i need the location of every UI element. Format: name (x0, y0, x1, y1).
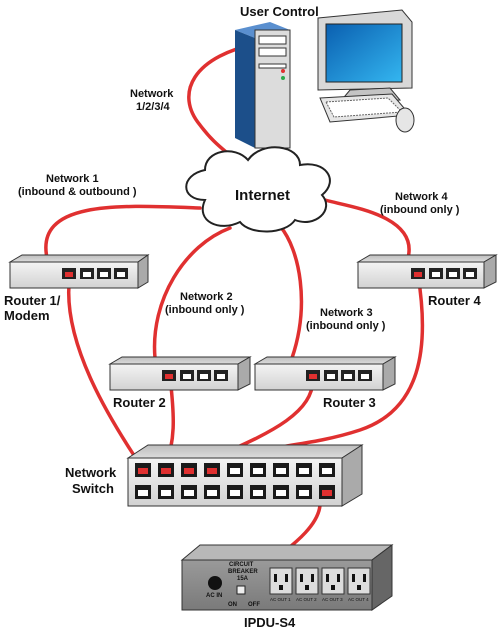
on-label: ON (228, 602, 237, 608)
switch-port-jack (230, 490, 240, 496)
outlet-2-label: AC OUT 2 (296, 597, 317, 602)
net1-label-1: Network 1 (46, 173, 99, 185)
ipdu-device: AC IN CIRCUIT BREAKER 15A ON OFF AC OUT … (180, 544, 394, 630)
switch-label-1: Network (65, 465, 117, 480)
outlet-3: AC OUT 3 (321, 567, 345, 602)
mouse-icon (395, 107, 415, 133)
cable-r1-switch (67, 273, 145, 471)
switch-port-jack (138, 468, 148, 474)
outlet-1: AC OUT 1 (269, 567, 293, 602)
internet-label: Internet (235, 187, 290, 204)
router-2-label: Router 2 (113, 395, 166, 410)
net3-label-1: Network 3 (320, 307, 373, 319)
cable-net1 (44, 204, 202, 260)
router-1: Router 1/ Modem (4, 254, 150, 323)
cable-net3 (278, 224, 304, 360)
outlet-1-label: AC OUT 1 (270, 597, 291, 602)
breaker-label-3: 15A (237, 576, 249, 582)
switch-port-jack (207, 490, 217, 496)
switch-port-jack (138, 490, 148, 496)
outlet-4-label: AC OUT 4 (348, 597, 369, 602)
switch-port-jack (184, 468, 194, 474)
switch-port-jack (207, 468, 217, 474)
ac-inlet (208, 576, 222, 590)
network-switch: Network Switch (65, 444, 364, 507)
link-labels: Network 1/2/3/4 Network 1 (inbound & out… (18, 88, 460, 332)
user-link-label-1: Network (130, 88, 174, 100)
cable-net4 (318, 196, 411, 260)
ac-in-label: AC IN (206, 593, 222, 599)
net2-label-2: (inbound only ) (165, 304, 245, 316)
net4-label-1: Network 4 (395, 191, 448, 203)
switch-port-jack (184, 490, 194, 496)
net2-label-1: Network 2 (180, 291, 233, 303)
router-4-label: Router 4 (428, 293, 482, 308)
cable-net2 (152, 226, 232, 360)
user-link-label-2: 1/2/3/4 (136, 101, 171, 113)
outlet-4: AC OUT 4 (347, 567, 371, 602)
monitor-icon (317, 9, 413, 103)
router-3-label: Router 3 (323, 395, 376, 410)
breaker-switch (236, 585, 246, 595)
switch-port-jack (322, 490, 332, 496)
switch-port-jack (276, 468, 286, 474)
switch-port-jack (299, 490, 309, 496)
off-label: OFF (248, 602, 260, 608)
switch-port-jack (253, 468, 263, 474)
user-control-title: User Control (240, 4, 319, 19)
net1-label-2: (inbound & outbound ) (18, 186, 137, 198)
router-3: Router 3 (253, 356, 397, 410)
breaker-label-2: BREAKER (228, 569, 258, 575)
switch-port-jack (161, 490, 171, 496)
outlet-2: AC OUT 2 (295, 567, 319, 602)
switch-port-jack (230, 468, 240, 474)
switch-port-jack (253, 490, 263, 496)
router-2: Router 2 (108, 356, 252, 410)
cable-user-internet (187, 40, 267, 162)
breaker-label-1: CIRCUIT (229, 562, 254, 568)
switch-port-jack (161, 468, 171, 474)
router-4: Router 4 (356, 254, 498, 308)
switch-port-jack (322, 468, 332, 474)
router-1-ports (62, 268, 128, 279)
router-1-label-1: Router 1/ (4, 293, 61, 308)
ipdu-label: IPDU-S4 (244, 615, 296, 630)
switch-port-jack (276, 490, 286, 496)
net3-label-2: (inbound only ) (306, 320, 386, 332)
switch-ports (135, 463, 335, 499)
tower-icon (235, 22, 291, 149)
net4-label-2: (inbound only ) (380, 204, 460, 216)
router-1-label-2: Modem (4, 308, 50, 323)
computer: User Control (235, 4, 415, 149)
switch-label-2: Switch (72, 481, 114, 496)
internet-cloud: Internet (185, 146, 331, 233)
outlet-3-label: AC OUT 3 (322, 597, 343, 602)
switch-port-jack (299, 468, 309, 474)
